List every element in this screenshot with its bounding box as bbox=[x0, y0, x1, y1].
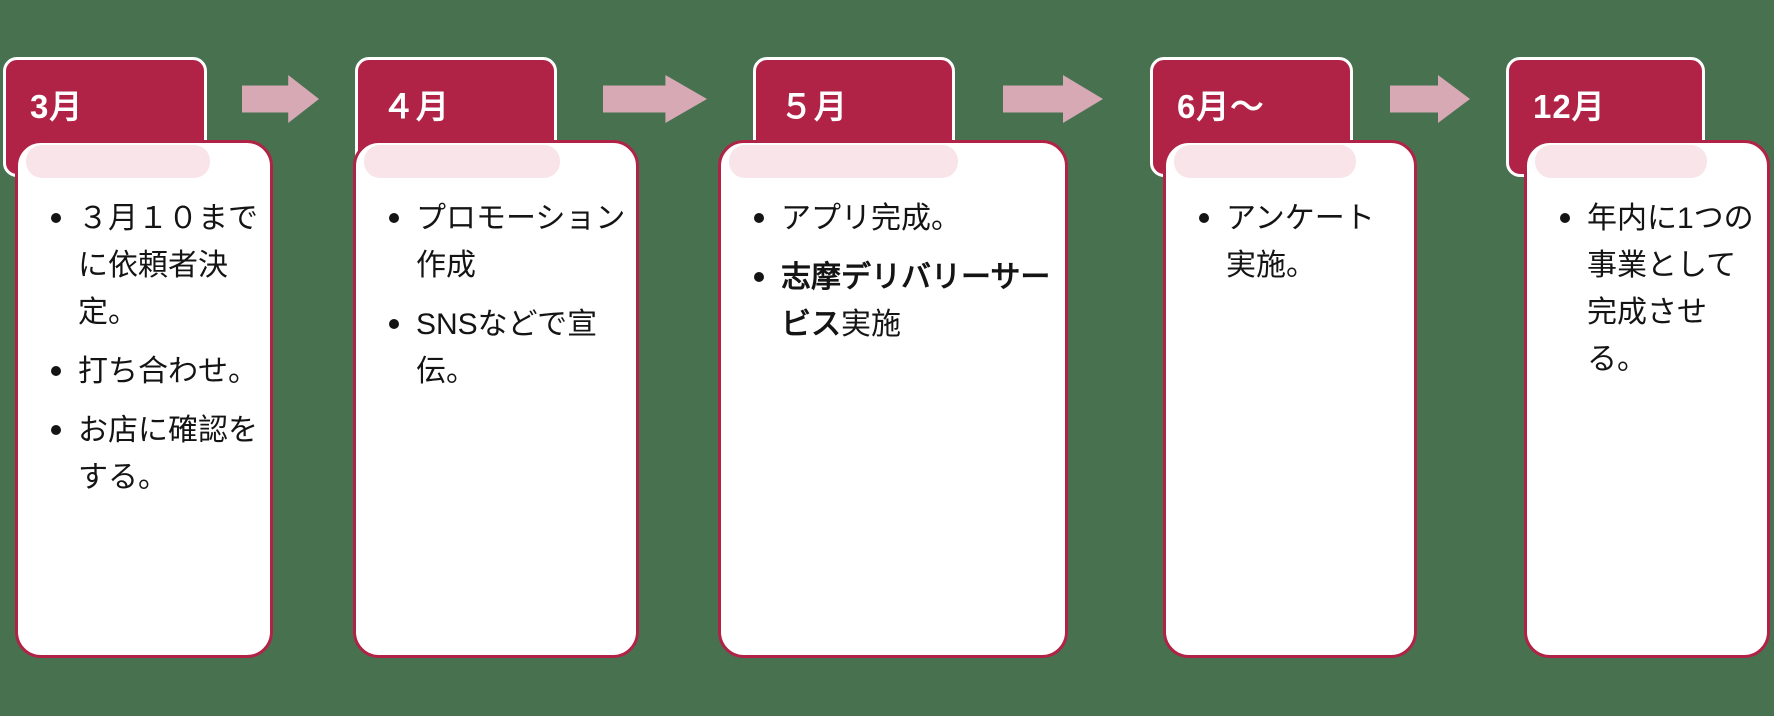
header-overlap-band bbox=[729, 145, 958, 178]
step-card-june: アンケート実施。 bbox=[1163, 140, 1417, 658]
forward-arrow-icon bbox=[1390, 75, 1470, 123]
header-overlap-band bbox=[364, 145, 560, 178]
bullet-bold-text: 志摩デリバリーサービス bbox=[781, 261, 1051, 341]
bullet-item: 年内に1つの事業として完成させる。 bbox=[1555, 195, 1757, 383]
step-card-april: プロモーション作成 SNSなどで宣伝。 bbox=[353, 140, 639, 658]
bullet-item: アンケート実施。 bbox=[1194, 195, 1404, 289]
step-card-march: ３月１０までに依頼者決定。 打ち合わせ。 お店に確認をする。 bbox=[15, 140, 273, 658]
forward-arrow-icon bbox=[603, 75, 707, 123]
step-card-december: 年内に1つの事業として完成させる。 bbox=[1524, 140, 1770, 658]
forward-arrow-icon bbox=[1003, 75, 1103, 123]
bullet-regular-text: 実施 bbox=[841, 308, 901, 341]
step-title: 6月〜 bbox=[1177, 88, 1265, 125]
bullet-item: 打ち合わせ。 bbox=[46, 348, 260, 395]
bullet-item: プロモーション作成 bbox=[384, 195, 626, 289]
header-overlap-band bbox=[26, 145, 210, 178]
bullet-item: ３月１０までに依頼者決定。 bbox=[46, 195, 260, 336]
step-title: ４月 bbox=[382, 88, 450, 125]
forward-arrow-icon bbox=[242, 75, 319, 123]
bullet-item: アプリ完成。 bbox=[749, 195, 1055, 242]
header-overlap-band bbox=[1535, 145, 1707, 178]
step-title: ５月 bbox=[780, 88, 848, 125]
bullet-item: お店に確認をする。 bbox=[46, 407, 260, 501]
step-card-may: アプリ完成。 志摩デリバリーサービス実施 bbox=[718, 140, 1068, 658]
bullet-item: SNSなどで宣伝。 bbox=[384, 301, 626, 395]
step-title: 12月 bbox=[1533, 88, 1606, 125]
bullet-item: 志摩デリバリーサービス実施 bbox=[749, 254, 1055, 348]
step-title: 3月 bbox=[30, 88, 84, 125]
header-overlap-band bbox=[1174, 145, 1356, 178]
